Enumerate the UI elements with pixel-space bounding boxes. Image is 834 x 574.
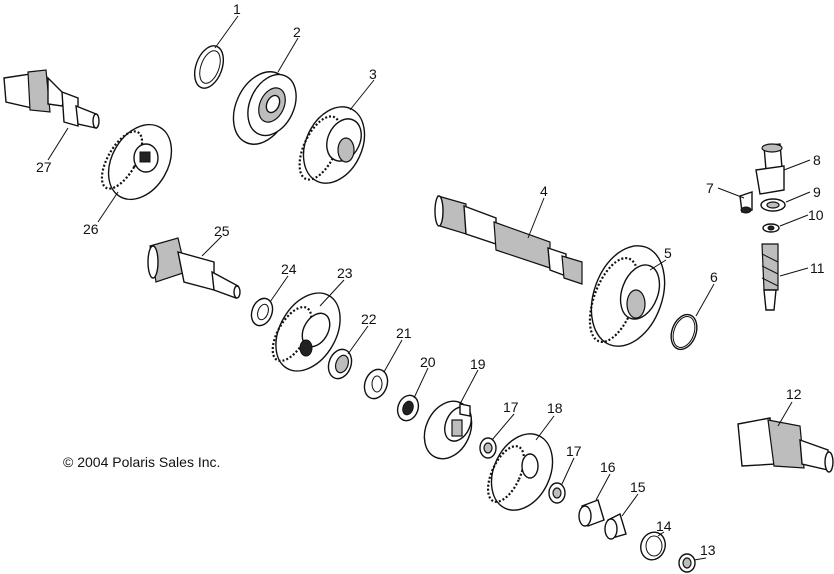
part-10-washer bbox=[762, 223, 780, 233]
part-2-bearing bbox=[232, 71, 297, 145]
callout-21: 21 bbox=[396, 325, 412, 341]
leader-lines bbox=[47, 15, 811, 561]
callout-26: 26 bbox=[83, 221, 99, 237]
callout-9: 9 bbox=[813, 184, 821, 200]
part-1-snap-ring bbox=[193, 45, 225, 89]
part-16-bushing bbox=[578, 499, 605, 527]
part-24-washer bbox=[250, 297, 274, 327]
callout-4: 4 bbox=[540, 183, 548, 199]
callout-16: 16 bbox=[600, 459, 616, 475]
callout-17-upper: 17 bbox=[503, 399, 519, 415]
part-21-washer bbox=[363, 368, 389, 400]
part-5-large-gear bbox=[588, 245, 666, 347]
part-17-washer-b bbox=[548, 482, 566, 504]
callout-1: 1 bbox=[233, 1, 241, 17]
part-6-o-ring bbox=[670, 313, 698, 351]
part-20-ring bbox=[396, 394, 420, 422]
callout-22: 22 bbox=[361, 311, 377, 327]
part-26-gear bbox=[100, 123, 173, 201]
part-23-gear bbox=[271, 292, 341, 372]
callout-2: 2 bbox=[293, 24, 301, 40]
callout-12: 12 bbox=[786, 386, 802, 402]
callout-7: 7 bbox=[706, 180, 714, 196]
callout-18: 18 bbox=[547, 400, 563, 416]
callout-3: 3 bbox=[369, 66, 377, 82]
part-14-snap-ring bbox=[640, 531, 666, 561]
callout-11: 11 bbox=[810, 260, 825, 276]
callout-8: 8 bbox=[813, 152, 821, 168]
callout-5: 5 bbox=[664, 245, 672, 261]
part-3-gear bbox=[298, 106, 366, 184]
part-11-worm-shaft bbox=[761, 243, 779, 311]
part-27-shaft bbox=[3, 69, 100, 129]
part-4-main-shaft bbox=[434, 195, 583, 285]
part-13-nut bbox=[678, 553, 696, 573]
part-25-shaft bbox=[147, 237, 241, 299]
part-22-bearing bbox=[327, 348, 353, 380]
callout-13: 13 bbox=[700, 542, 716, 558]
part-18-gear bbox=[486, 433, 554, 511]
callout-17-lower: 17 bbox=[566, 443, 582, 459]
callout-24: 24 bbox=[281, 261, 297, 277]
callout-27: 27 bbox=[36, 159, 52, 175]
callout-6: 6 bbox=[710, 269, 718, 285]
copyright-notice: © 2004 Polaris Sales Inc. bbox=[63, 454, 221, 470]
part-12-shaft bbox=[737, 417, 834, 473]
part-19-shift-collar bbox=[423, 400, 473, 460]
callout-19: 19 bbox=[470, 356, 486, 372]
part-15-bushing bbox=[604, 513, 627, 540]
callout-14: 14 bbox=[656, 518, 672, 534]
part-9-seal bbox=[760, 198, 786, 212]
callout-15: 15 bbox=[630, 479, 646, 495]
part-7-screw bbox=[739, 191, 753, 214]
part-17-washer-a bbox=[479, 437, 497, 459]
part-8-housing bbox=[755, 143, 785, 195]
callout-10: 10 bbox=[808, 207, 824, 223]
callout-23: 23 bbox=[337, 265, 353, 281]
callout-20: 20 bbox=[420, 354, 436, 370]
callout-25: 25 bbox=[214, 223, 230, 239]
